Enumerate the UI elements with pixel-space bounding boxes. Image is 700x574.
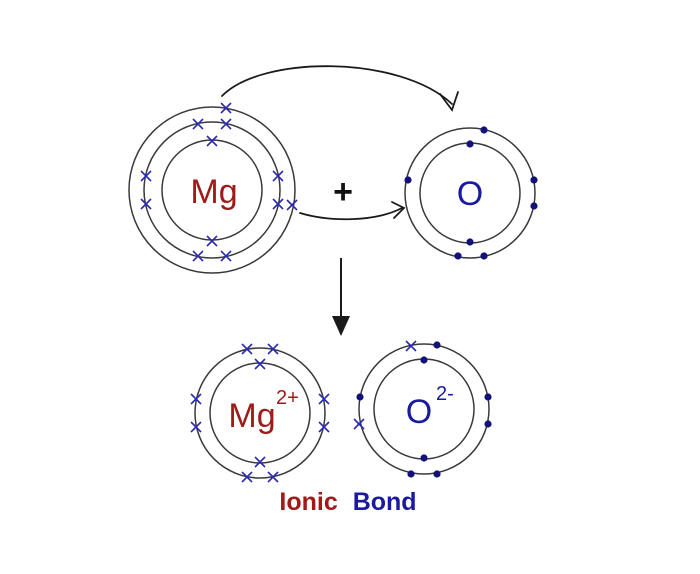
mg-symbol: Mg — [190, 173, 237, 211]
mg-ion-electron-cross — [318, 421, 330, 433]
mg-shell-middle — [143, 121, 281, 259]
mg-ion-electron-cross — [267, 343, 279, 355]
o-electron-dot — [466, 140, 474, 148]
mg-ion-electron-cross — [318, 393, 330, 405]
o-electron-dot — [404, 176, 412, 184]
caption: Ionic Bond — [279, 488, 416, 516]
mg-ion-shell-outer — [194, 347, 326, 479]
o-ion-charge: 2- — [436, 383, 454, 405]
o-ion-gained-electron-cross — [405, 340, 417, 352]
o-ion-gained-electron-cross — [353, 418, 365, 430]
mg-electron-cross — [272, 170, 284, 182]
o-electrons — [404, 126, 538, 260]
o-ion-electrons — [353, 340, 492, 478]
mg-electron-cross — [192, 118, 204, 130]
electron-transfer-arrows — [221, 65, 459, 221]
mg-electron-cross — [220, 102, 232, 114]
mg-ion-electron-cross — [241, 343, 253, 355]
mg-ion-charge: 2+ — [276, 387, 299, 409]
mg-ion-electron-cross — [190, 393, 202, 405]
o-ion-electron-dot — [433, 470, 441, 478]
mg-electron-cross — [192, 250, 204, 262]
mg-ion-electron-cross — [267, 471, 279, 483]
down-arrow — [332, 258, 350, 336]
mg-electron-cross — [206, 235, 218, 247]
o-atom: O — [404, 126, 538, 260]
o-electron-dot — [454, 252, 462, 260]
mg-shell-outer — [128, 106, 296, 274]
o-electron-dot — [466, 238, 474, 246]
mg-electron-cross — [220, 118, 232, 130]
o-electron-dot — [480, 126, 488, 134]
o-shell-outer — [404, 127, 536, 259]
o-ion-shell-outer — [358, 343, 490, 475]
o-ion: O 2- — [353, 340, 492, 478]
o-ion-electron-dot — [356, 393, 364, 401]
mg-ion-electron-cross — [254, 358, 266, 370]
o-ion-electron-dot — [433, 341, 441, 349]
mg-electron-cross — [272, 198, 284, 210]
caption-bond: Bond — [353, 488, 417, 516]
mg-electron-cross — [286, 199, 298, 211]
mg-electron-cross — [206, 135, 218, 147]
mg-ion-electron-cross — [254, 456, 266, 468]
o-electron-dot — [530, 202, 538, 210]
mg-ion-electron-cross — [190, 421, 202, 433]
arc-arrow-upper-head — [439, 91, 459, 112]
o-ion-electron-dot — [407, 470, 415, 478]
o-electron-dot — [530, 176, 538, 184]
mg-electron-cross — [140, 170, 152, 182]
plus-sign: + — [333, 173, 353, 211]
arc-arrow-lower-head — [391, 201, 406, 219]
caption-ionic: Ionic — [279, 488, 337, 516]
o-ion-symbol: O — [406, 393, 432, 431]
mg-ion-electrons — [190, 343, 330, 483]
o-ion-electron-dot — [420, 454, 428, 462]
o-ion-electron-dot — [420, 356, 428, 364]
mg-electron-cross — [140, 198, 152, 210]
arc-arrow-upper — [221, 65, 453, 105]
o-ion-electron-dot — [484, 420, 492, 428]
mg-electrons — [140, 102, 298, 262]
o-symbol: O — [457, 175, 483, 213]
arc-arrow-lower — [299, 207, 403, 221]
mg-atom: Mg — [128, 102, 298, 274]
mg-electron-cross — [220, 250, 232, 262]
mg-ion-symbol: Mg — [228, 397, 275, 435]
mg-ion-electron-cross — [241, 471, 253, 483]
o-ion-electron-dot — [484, 393, 492, 401]
o-electron-dot — [480, 252, 488, 260]
mg-ion: Mg 2+ — [190, 343, 330, 483]
